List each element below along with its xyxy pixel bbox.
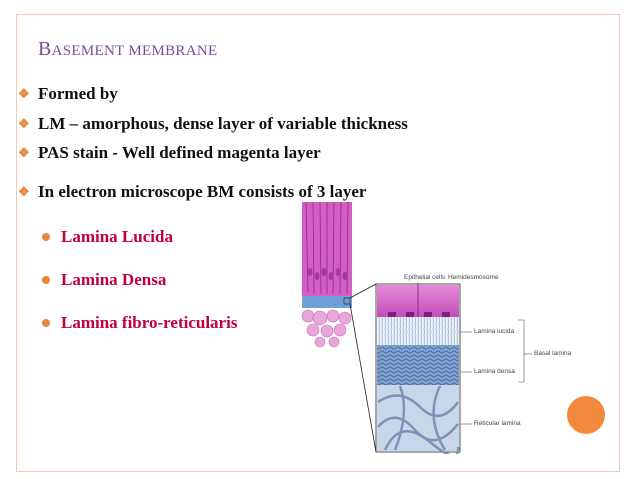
bullet-marker-icon: ❖ [18, 116, 30, 131]
slide-frame [16, 14, 620, 472]
sub-bullet-text: Lamina Densa [61, 270, 167, 289]
sub-bullet-text: Lamina Lucida [61, 227, 173, 246]
bullet-text: Formed by [38, 84, 118, 103]
zoom-lines [349, 283, 377, 453]
sub-bullet-lamina-densa: Lamina Densa [42, 270, 166, 290]
bullet-lm: ❖ LM – amorphous, dense layer of variabl… [18, 114, 408, 134]
sub-bullet-lamina-lucida: Lamina Lucida [42, 227, 173, 247]
bullet-marker-icon: ❖ [18, 86, 30, 101]
bullet-marker-icon: ❖ [18, 145, 30, 160]
bullet-marker-icon: ❖ [18, 184, 30, 199]
sub-bullet-lamina-fibro-reticularis: Lamina fibro-reticularis [42, 313, 237, 333]
bullet-text: LM – amorphous, dense layer of variable … [38, 114, 408, 133]
sub-bullet-dot-icon [42, 276, 50, 284]
bullet-formed-by: ❖ Formed by [18, 84, 118, 104]
sub-bullet-dot-icon [42, 319, 50, 327]
title-initial: B [38, 38, 52, 60]
bullet-pas-stain: ❖ PAS stain - Well defined magenta layer [18, 143, 321, 163]
basement-membrane-diagram: Epithelial cells Hemidesmosome Lamina lu… [300, 201, 571, 457]
bullet-text: In electron microscope BM consists of 3 … [38, 182, 367, 201]
epithelium-illustration [301, 201, 352, 348]
label-hemidesmosome: Hemidesmosome [448, 274, 499, 281]
title-rest: ASEMENT MEMBRANE [51, 43, 218, 59]
decorative-orange-circle [567, 396, 605, 434]
bullet-text: PAS stain - Well defined magenta layer [38, 143, 321, 162]
label-lamina-lucida: Lamina lucida [474, 328, 515, 335]
label-reticular-lamina: Reticular lamina [474, 420, 521, 427]
magnified-section [375, 283, 461, 457]
slide-title: BASEMENT MEMBRANE [38, 38, 217, 61]
diagram-svg [301, 201, 532, 457]
label-lamina-densa: Lamina densa [474, 368, 515, 375]
label-leaders [417, 282, 532, 425]
label-epithelial-cells: Epithelial cells [404, 274, 446, 281]
bullet-electron-microscope: ❖ In electron microscope BM consists of … [18, 182, 366, 202]
sub-bullet-dot-icon [42, 233, 50, 241]
label-basal-lamina: Basal lamina [534, 350, 572, 357]
sub-bullet-text: Lamina fibro-reticularis [61, 313, 238, 332]
